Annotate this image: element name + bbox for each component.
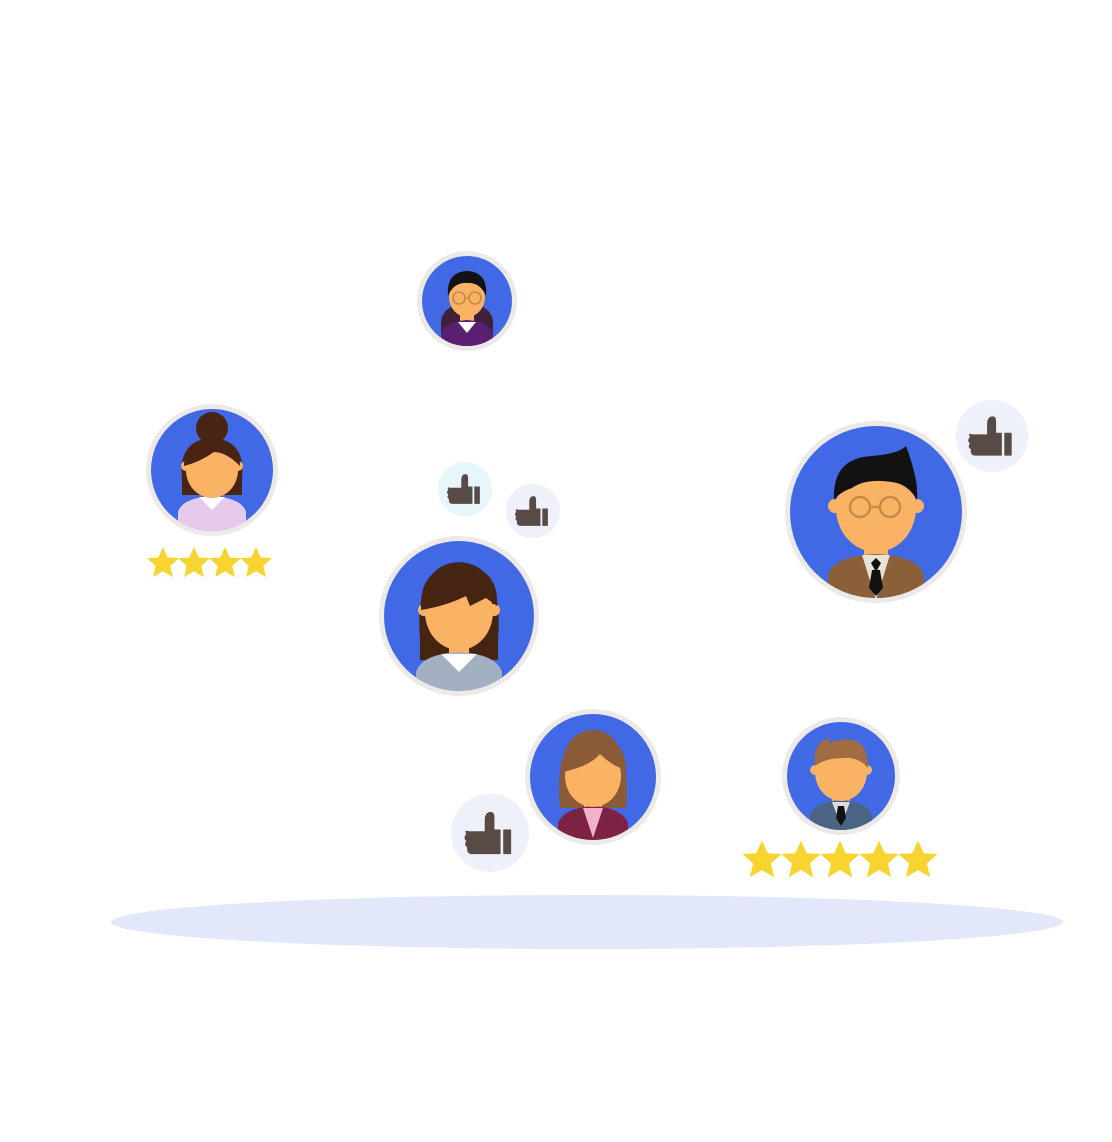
star-icon — [147, 547, 179, 578]
floor-shadow — [111, 895, 1063, 949]
star-icon — [898, 840, 938, 878]
avatar-woman-auburn — [525, 709, 661, 845]
rating-stars-5 — [742, 840, 938, 878]
star-icon — [781, 840, 821, 878]
star-icon — [742, 840, 782, 878]
star-icon — [209, 547, 241, 578]
star-icon — [859, 840, 899, 878]
rating-stars-4 — [147, 547, 272, 578]
star-icon — [240, 547, 272, 578]
avatar-woman-brown-hair — [379, 536, 539, 696]
avatar-woman-glasses — [417, 251, 517, 351]
thumbs-up-bubble — [438, 462, 492, 516]
avatar-woman-bun — [146, 404, 278, 536]
thumbs-up-bubble — [506, 484, 560, 538]
avatar-man-tie — [782, 717, 900, 835]
star-icon — [178, 547, 210, 578]
star-icon — [820, 840, 860, 878]
thumbs-up-bubble — [451, 794, 529, 872]
thumbs-up-bubble — [956, 400, 1028, 472]
avatar-man-glasses — [785, 421, 967, 603]
